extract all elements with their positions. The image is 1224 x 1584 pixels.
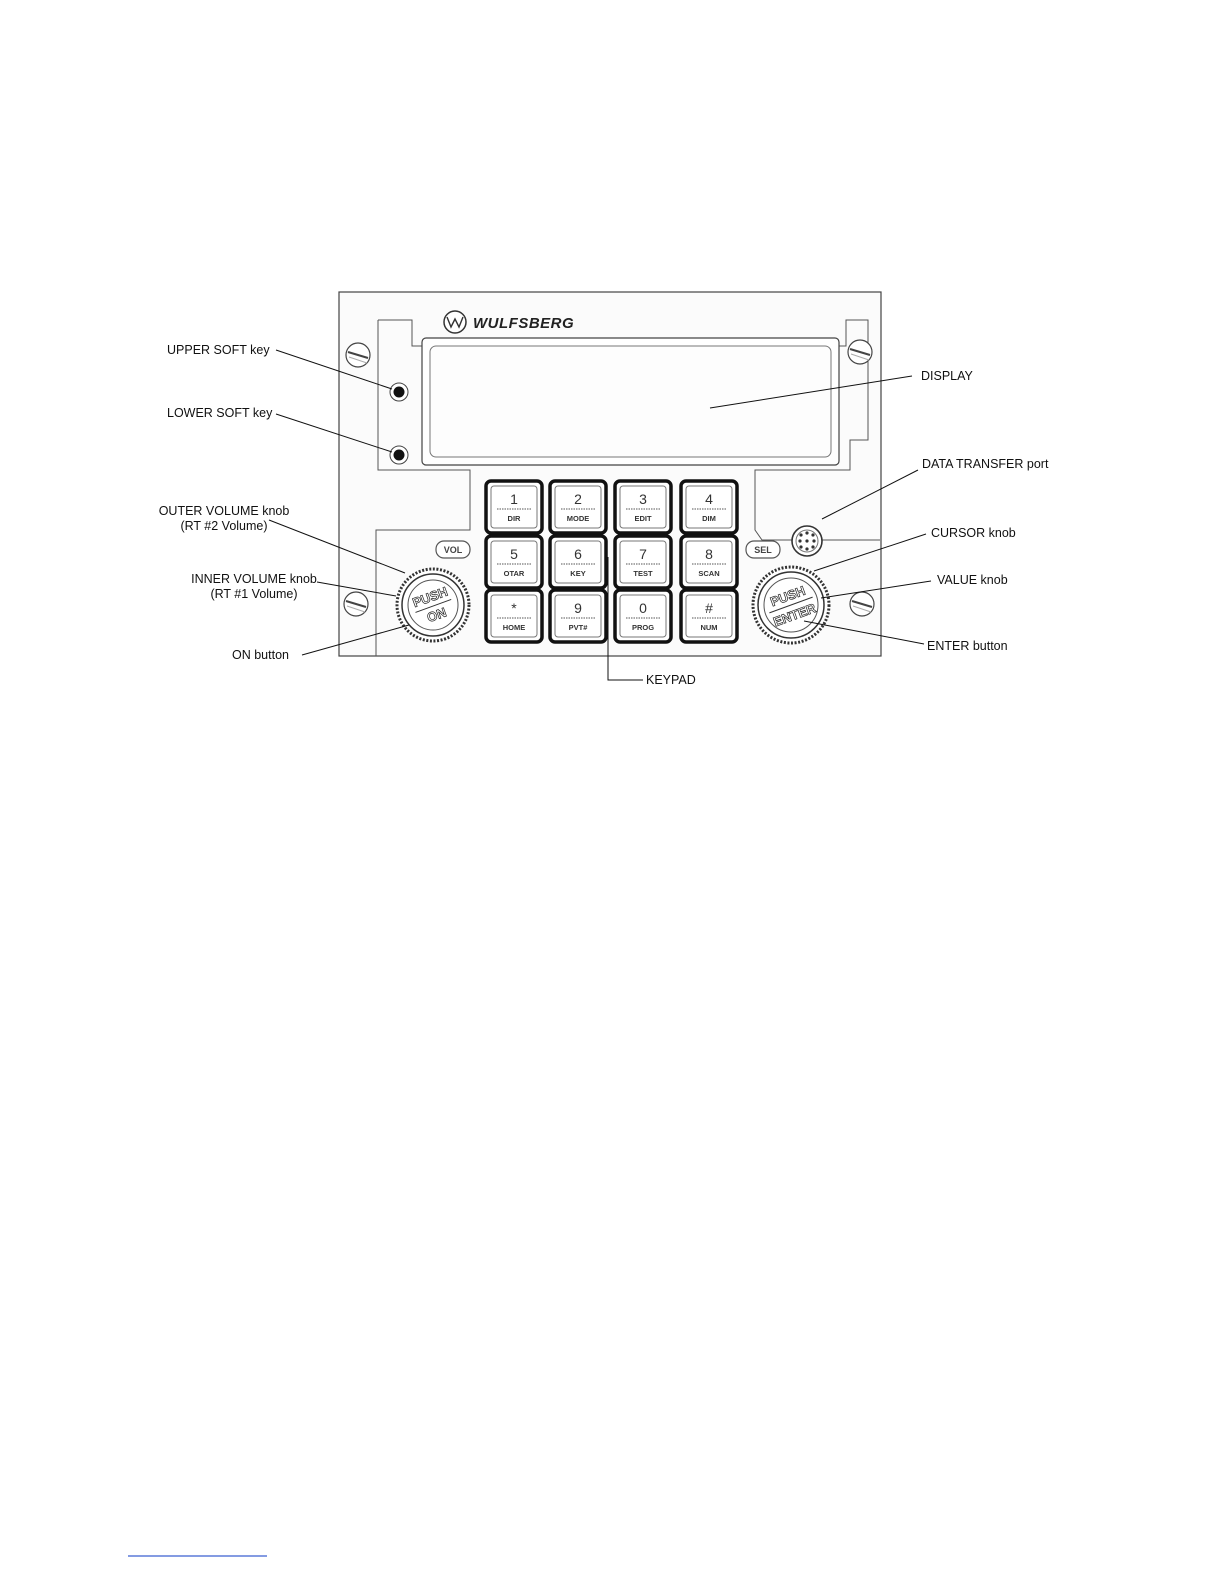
keypad-key-function: EDIT xyxy=(634,514,652,523)
keypad-key-function: KEY xyxy=(570,569,585,578)
keypad-key-number: # xyxy=(705,600,713,616)
keypad-key-function: SCAN xyxy=(698,569,719,578)
volume-knob[interactable]: PUSH ON xyxy=(397,569,469,641)
keypad-key-number: 3 xyxy=(639,491,647,507)
label-data-transfer-port: DATA TRANSFER port xyxy=(922,457,1049,471)
keypad-key-function: NUM xyxy=(700,623,717,632)
label-enter-button: ENTER button xyxy=(927,639,1008,653)
keypad-key[interactable]: # NUM xyxy=(681,590,737,642)
keypad-key-number: 5 xyxy=(510,546,518,562)
sel-tag: SEL xyxy=(746,541,780,558)
keypad-key-number: 7 xyxy=(639,546,647,562)
keypad-key-function: PVT# xyxy=(569,623,589,632)
keypad-key-function: MODE xyxy=(567,514,590,523)
select-knob[interactable]: PUSH ENTER xyxy=(753,567,829,643)
label-cursor-knob: CURSOR knob xyxy=(931,526,1016,540)
keypad-key-function: OTAR xyxy=(504,569,525,578)
keypad-key-function: TEST xyxy=(633,569,653,578)
keypad-key-function: DIM xyxy=(702,514,716,523)
label-display: DISPLAY xyxy=(921,369,974,383)
label-inner-volume-knob: INNER VOLUME knob xyxy=(191,572,317,586)
keypad-key-number: 8 xyxy=(705,546,713,562)
label-on-button: ON button xyxy=(232,648,289,662)
screw-bottom-right xyxy=(850,592,874,616)
vol-tag: VOL xyxy=(436,541,470,558)
keypad-key-number: * xyxy=(511,600,517,616)
keypad-key-number: 9 xyxy=(574,600,582,616)
brand-name: WULFSBERG xyxy=(473,315,574,332)
display xyxy=(422,338,839,465)
keypad-key-number: 4 xyxy=(705,491,713,507)
label-upper-soft-key: UPPER SOFT key xyxy=(167,343,270,357)
label-inner-volume-sub: (RT #1 Volume) xyxy=(210,587,297,601)
keypad-key-function: PROG xyxy=(632,623,654,632)
keypad-key-number: 2 xyxy=(574,491,582,507)
brand-logo: WULFSBERG xyxy=(444,311,574,333)
screw-bottom-left xyxy=(344,592,368,616)
brand-emblem-icon xyxy=(444,311,466,333)
svg-text:VOL: VOL xyxy=(444,545,463,555)
screw-top-left xyxy=(346,343,370,367)
label-value-knob: VALUE knob xyxy=(937,573,1008,587)
keypad-key-number: 6 xyxy=(574,546,582,562)
keypad-key-function: DIR xyxy=(508,514,522,523)
svg-text:SEL: SEL xyxy=(754,545,772,555)
keypad-key-function: HOME xyxy=(503,623,526,632)
upper-soft-key[interactable] xyxy=(390,383,408,401)
label-lower-soft-key: LOWER SOFT key xyxy=(167,406,273,420)
keypad-key[interactable]: * HOME xyxy=(486,590,542,642)
screw-top-right xyxy=(848,340,872,364)
label-outer-volume-sub: (RT #2 Volume) xyxy=(180,519,267,533)
keypad-key-number: 1 xyxy=(510,491,518,507)
label-outer-volume-knob: OUTER VOLUME knob xyxy=(159,504,290,518)
lower-soft-key[interactable] xyxy=(390,446,408,464)
data-transfer-port[interactable] xyxy=(792,526,822,556)
keypad-key-number: 0 xyxy=(639,600,647,616)
label-keypad: KEYPAD xyxy=(646,673,696,687)
